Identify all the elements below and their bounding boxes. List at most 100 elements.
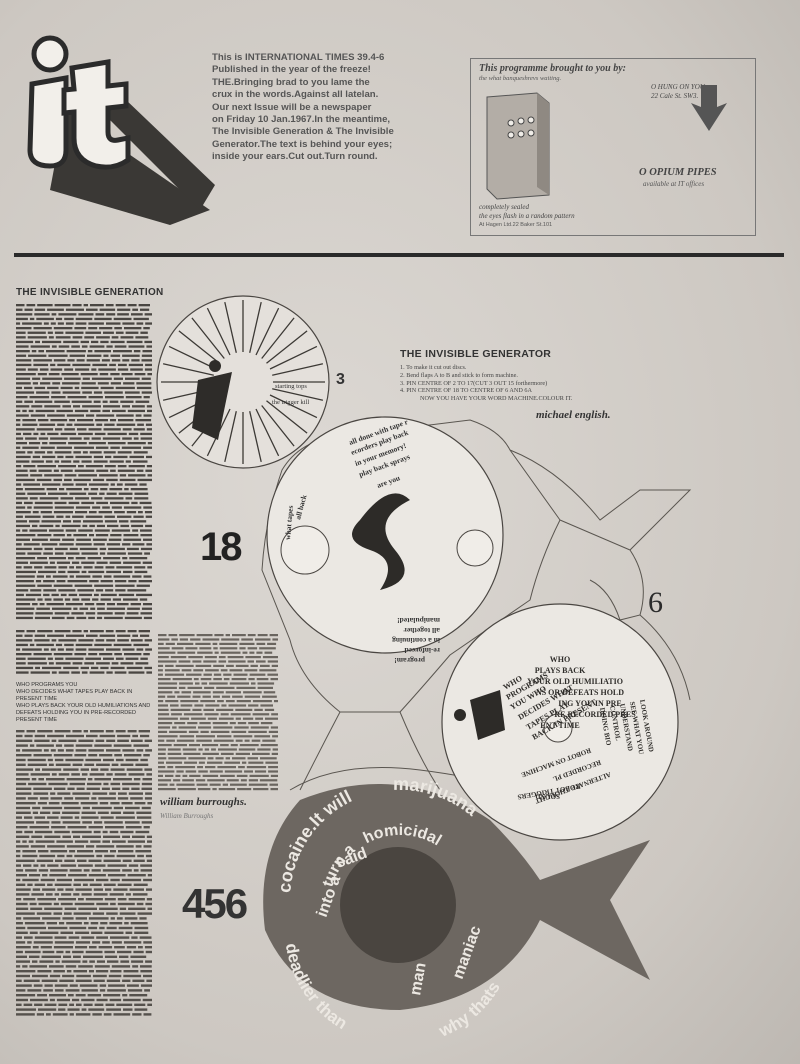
disc-spoke: [261, 317, 295, 359]
text-line-fragment: [143, 1013, 152, 1016]
text-line-fragment: [132, 979, 145, 982]
text-line-fragment: [120, 830, 134, 834]
text-line-fragment: [37, 898, 56, 901]
text-line-fragment: [66, 778, 86, 781]
generator-title: THE INVISIBLE GENERATOR: [400, 348, 552, 360]
text-line-fragment: [23, 917, 41, 920]
text-line-fragment: [54, 893, 60, 896]
text-line-fragment: [122, 405, 130, 408]
text-line-fragment: [114, 612, 125, 615]
text-line-fragment: [146, 455, 152, 459]
text-line-fragment: [85, 414, 95, 417]
text-line-fragment: [236, 700, 251, 703]
text-line-fragment: [33, 359, 52, 362]
text-line-fragment: [125, 497, 133, 500]
text-line-fragment: [49, 965, 64, 968]
text-line-fragment: [221, 704, 227, 707]
text-line-fragment: [58, 589, 76, 592]
box-illustration: [486, 92, 550, 200]
text-line-fragment: [102, 941, 110, 944]
text-line-fragment: [68, 994, 74, 997]
text-line-fragment: [104, 950, 115, 954]
text-line-fragment: [86, 308, 98, 311]
text-line-fragment: [117, 739, 129, 742]
text-line-fragment: [110, 850, 116, 853]
text-line-fragment: [75, 557, 86, 560]
intro-line: inside your ears.Cut out.Turn round.: [212, 151, 378, 163]
text-line-fragment: [147, 1003, 152, 1006]
text-line-fragment: [16, 778, 30, 781]
text-line-fragment: [16, 603, 31, 606]
text-line-fragment: [16, 754, 32, 757]
text-line-fragment: [117, 734, 131, 738]
text-line-fragment: [104, 423, 115, 426]
text-line-fragment: [144, 946, 152, 949]
text-line-fragment: [50, 792, 56, 795]
text-line-fragment: [75, 455, 92, 459]
text-line-fragment: [47, 432, 59, 436]
text-line-fragment: [37, 598, 43, 601]
disc-spoke: [272, 388, 324, 401]
text-line-fragment: [121, 373, 133, 376]
text-line-fragment: [134, 570, 148, 574]
text-line-fragment: [42, 442, 48, 445]
text-line-fragment: [16, 552, 26, 555]
text-line-fragment: [93, 893, 108, 896]
text-line-fragment: [106, 648, 121, 651]
text-line-fragment: [269, 783, 278, 786]
text-line-fragment: [81, 989, 98, 992]
text-line-fragment: [96, 501, 108, 505]
text-line-fragment: [16, 970, 36, 973]
text-line-fragment: [76, 787, 85, 790]
text-line-fragment: [38, 902, 52, 906]
text-line-fragment: [62, 382, 80, 385]
text-line-fragment: [132, 405, 145, 408]
text-line-fragment: [167, 752, 182, 755]
text-line-fragment: [72, 662, 83, 665]
text-line-fragment: [29, 442, 41, 445]
advert-hung-on-you: O HUNG ON YOU 22 Cale St. SW3.: [651, 83, 751, 101]
text-line-fragment: [69, 547, 78, 551]
text-line-fragment: [29, 643, 35, 647]
text-line-fragment: [49, 874, 67, 877]
text-line-fragment: [235, 752, 250, 755]
text-line-fragment: [46, 488, 57, 491]
text-line-fragment: [158, 678, 171, 681]
text-line-fragment: [111, 965, 131, 968]
text-line-fragment: [108, 547, 125, 551]
text-line-fragment: [127, 589, 147, 592]
text-line-fragment: [50, 797, 63, 800]
text-line-fragment: [171, 647, 184, 650]
text-line-fragment: [96, 336, 110, 339]
text-line-fragment: [64, 428, 75, 431]
text-line-fragment: [110, 354, 121, 357]
text-line-fragment: [114, 946, 125, 949]
text-line-fragment: [175, 774, 181, 777]
text-line-fragment: [16, 543, 22, 546]
text-line-fragment: [83, 437, 90, 440]
text-line-fragment: [144, 739, 152, 742]
text-line-fragment: [101, 359, 110, 362]
text-line-fragment: [61, 893, 72, 896]
text-line-fragment: [207, 757, 214, 760]
text-line-fragment: [96, 763, 110, 766]
text-line-fragment: [89, 883, 102, 886]
text-line-fragment: [43, 648, 49, 651]
text-line-fragment: [129, 455, 144, 459]
text-line-fragment: [158, 748, 166, 751]
text-line-fragment: [192, 660, 202, 663]
text-line-fragment: [85, 845, 95, 848]
text-line-fragment: [236, 774, 248, 777]
text-line-fragment: [47, 331, 53, 334]
text-line-fragment: [124, 821, 140, 824]
text-line-fragment: [132, 835, 145, 838]
text-line-fragment: [65, 529, 77, 532]
text-line-fragment: [16, 730, 25, 733]
text-line-fragment: [45, 460, 53, 463]
fish-word: man: [407, 961, 429, 996]
text-line-fragment: [249, 673, 266, 676]
text-line-fragment: [32, 806, 41, 810]
text-line-fragment: [244, 669, 258, 672]
text-line-fragment: [16, 313, 33, 316]
text-line-fragment: [55, 317, 63, 321]
